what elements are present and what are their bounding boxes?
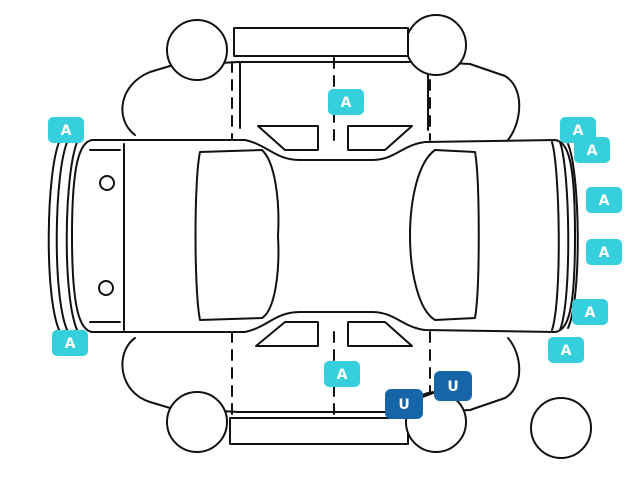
top-roof-strip bbox=[233, 27, 409, 57]
top-front-window bbox=[347, 125, 413, 151]
front-bumper-line-1 bbox=[551, 141, 560, 331]
rear-trunk-line-2 bbox=[89, 149, 121, 323]
marker-label: A bbox=[337, 367, 348, 383]
marker-a-rear-top[interactable]: A bbox=[48, 117, 84, 143]
marker-label: A bbox=[573, 123, 584, 139]
spare-wheel bbox=[530, 397, 592, 459]
car-outline bbox=[47, 14, 592, 459]
rear-window-top bbox=[194, 149, 280, 321]
marker-u-2[interactable]: U bbox=[434, 371, 472, 401]
marker-a-front-top-1[interactable]: A bbox=[560, 117, 596, 143]
top-right-wheel bbox=[405, 14, 467, 76]
marker-label: A bbox=[587, 143, 598, 159]
bottom-roof-strip bbox=[229, 417, 409, 445]
top-side-panel bbox=[121, 61, 521, 141]
rear-bumper-line-2 bbox=[55, 139, 69, 333]
marker-label: U bbox=[398, 397, 409, 413]
marker-label: U bbox=[447, 379, 458, 395]
marker-a-front-bottom[interactable]: A bbox=[548, 337, 584, 363]
rear-bumper-line-1 bbox=[47, 139, 61, 333]
marker-a-front-top-2[interactable]: A bbox=[574, 137, 610, 163]
marker-a-front-2[interactable]: A bbox=[586, 239, 622, 265]
marker-label: A bbox=[61, 123, 72, 139]
bottom-rear-window bbox=[255, 321, 319, 347]
marker-a-rear-bottom[interactable]: A bbox=[52, 330, 88, 356]
bottom-left-wheel bbox=[166, 391, 228, 453]
marker-a-bottom-side[interactable]: A bbox=[324, 361, 360, 387]
marker-label: A bbox=[585, 305, 596, 321]
windshield-top bbox=[409, 149, 480, 321]
front-bumper-line-2 bbox=[559, 141, 570, 331]
rear-light-bottom bbox=[98, 280, 114, 296]
marker-label: A bbox=[341, 95, 352, 111]
marker-u-1[interactable]: U bbox=[385, 389, 423, 419]
top-left-wheel bbox=[166, 19, 228, 81]
rear-bumper-line-3 bbox=[65, 139, 79, 333]
damage-markers: A A A A A A A A A A A U U bbox=[48, 89, 622, 419]
marker-label: A bbox=[599, 193, 610, 209]
bottom-side-panel bbox=[121, 337, 521, 413]
marker-label: A bbox=[561, 343, 572, 359]
marker-a-front-1[interactable]: A bbox=[586, 187, 622, 213]
marker-a-front-3[interactable]: A bbox=[572, 299, 608, 325]
top-rear-window bbox=[257, 125, 319, 151]
marker-a-top-side[interactable]: A bbox=[328, 89, 364, 115]
rear-light-top bbox=[99, 175, 115, 191]
body-top-view bbox=[71, 139, 576, 333]
marker-label: A bbox=[65, 336, 76, 352]
marker-label: A bbox=[599, 245, 610, 261]
bottom-front-window bbox=[347, 321, 413, 347]
